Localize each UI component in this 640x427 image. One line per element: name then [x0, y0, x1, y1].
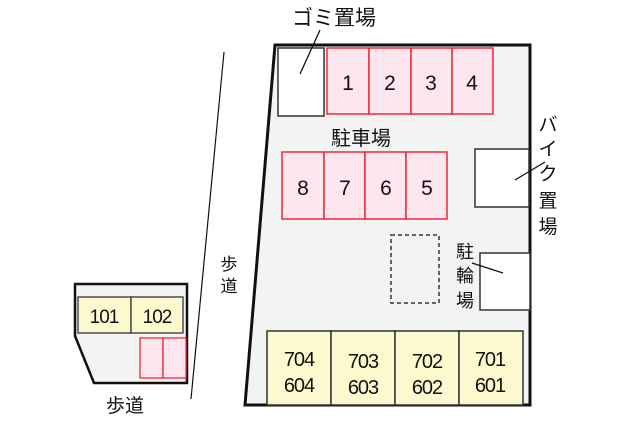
motorbike-parking: [474, 148, 530, 208]
parking-label: 駐車場: [331, 126, 391, 150]
unit-number: 702: [412, 351, 443, 373]
parking-space-1[interactable]: [326, 47, 370, 115]
parking-space-3[interactable]: [410, 47, 453, 115]
sidewalk-bottom-label: 歩道: [106, 395, 144, 417]
unit-number: 603: [348, 377, 379, 399]
small-parking-space: [162, 337, 187, 379]
parking-number: 6: [380, 177, 392, 200]
dashed-reserved-area: [390, 234, 440, 304]
parking-space-2[interactable]: [368, 47, 412, 115]
svg-text:道: 道: [221, 277, 238, 297]
unit-number: 701: [475, 349, 506, 371]
sidewalk-vertical-label: 歩 道: [221, 255, 238, 297]
parking-middle-row: 8 7 6 5: [281, 151, 448, 220]
small-key-map: 101 102: [73, 282, 189, 385]
parking-number: 4: [466, 72, 478, 95]
unit-number: 602: [412, 377, 443, 399]
svg-text:置: 置: [538, 190, 557, 212]
parking-space-6[interactable]: [364, 151, 407, 220]
small-parking-space: [139, 337, 164, 379]
garbage-leader-line: [299, 29, 321, 75]
unit-702-602[interactable]: [394, 330, 460, 406]
unit-701-601[interactable]: [458, 330, 524, 406]
svg-text:場: 場: [456, 291, 474, 312]
unit-102[interactable]: [130, 296, 184, 334]
parking-number: 2: [384, 72, 396, 95]
svg-text:輪: 輪: [456, 266, 474, 287]
parking-space-5[interactable]: [405, 151, 448, 220]
main-building-units: 704 604 703 603 702 602 701 601: [266, 330, 524, 406]
unit-number: 604: [284, 375, 315, 397]
garbage-station: [277, 47, 325, 117]
svg-text:駐: 駐: [456, 242, 474, 263]
sidewalk-line: [190, 51, 225, 400]
unit-number: 601: [475, 375, 506, 397]
parking-number: 3: [425, 72, 437, 95]
parking-space-4[interactable]: [451, 47, 494, 115]
parking-number: 8: [297, 177, 309, 200]
bicycle-leader-line: [471, 262, 504, 274]
bicycle-label: 駐 輪 場: [456, 242, 474, 312]
bicycle-parking: [479, 252, 531, 311]
svg-text:イ: イ: [538, 138, 557, 160]
svg-text:ク: ク: [538, 163, 557, 185]
main-lot: [243, 43, 532, 407]
unit-number: 101: [90, 307, 119, 328]
parking-number: 7: [339, 177, 351, 200]
garbage-label: ゴミ置場: [292, 6, 376, 30]
parking-top-row: 1 2 3 4: [326, 47, 494, 115]
unit-number: 703: [348, 351, 379, 373]
svg-text:場: 場: [538, 216, 557, 238]
motorbike-label: バ イ ク 置 場: [538, 114, 557, 238]
parking-number: 5: [421, 177, 433, 200]
unit-number: 704: [284, 349, 315, 371]
unit-number: 102: [143, 307, 172, 328]
unit-703-603[interactable]: [330, 330, 396, 406]
svg-text:歩: 歩: [221, 255, 238, 275]
svg-text:バ: バ: [538, 114, 557, 136]
parking-number: 1: [342, 72, 354, 95]
motorbike-leader-line: [514, 161, 546, 181]
